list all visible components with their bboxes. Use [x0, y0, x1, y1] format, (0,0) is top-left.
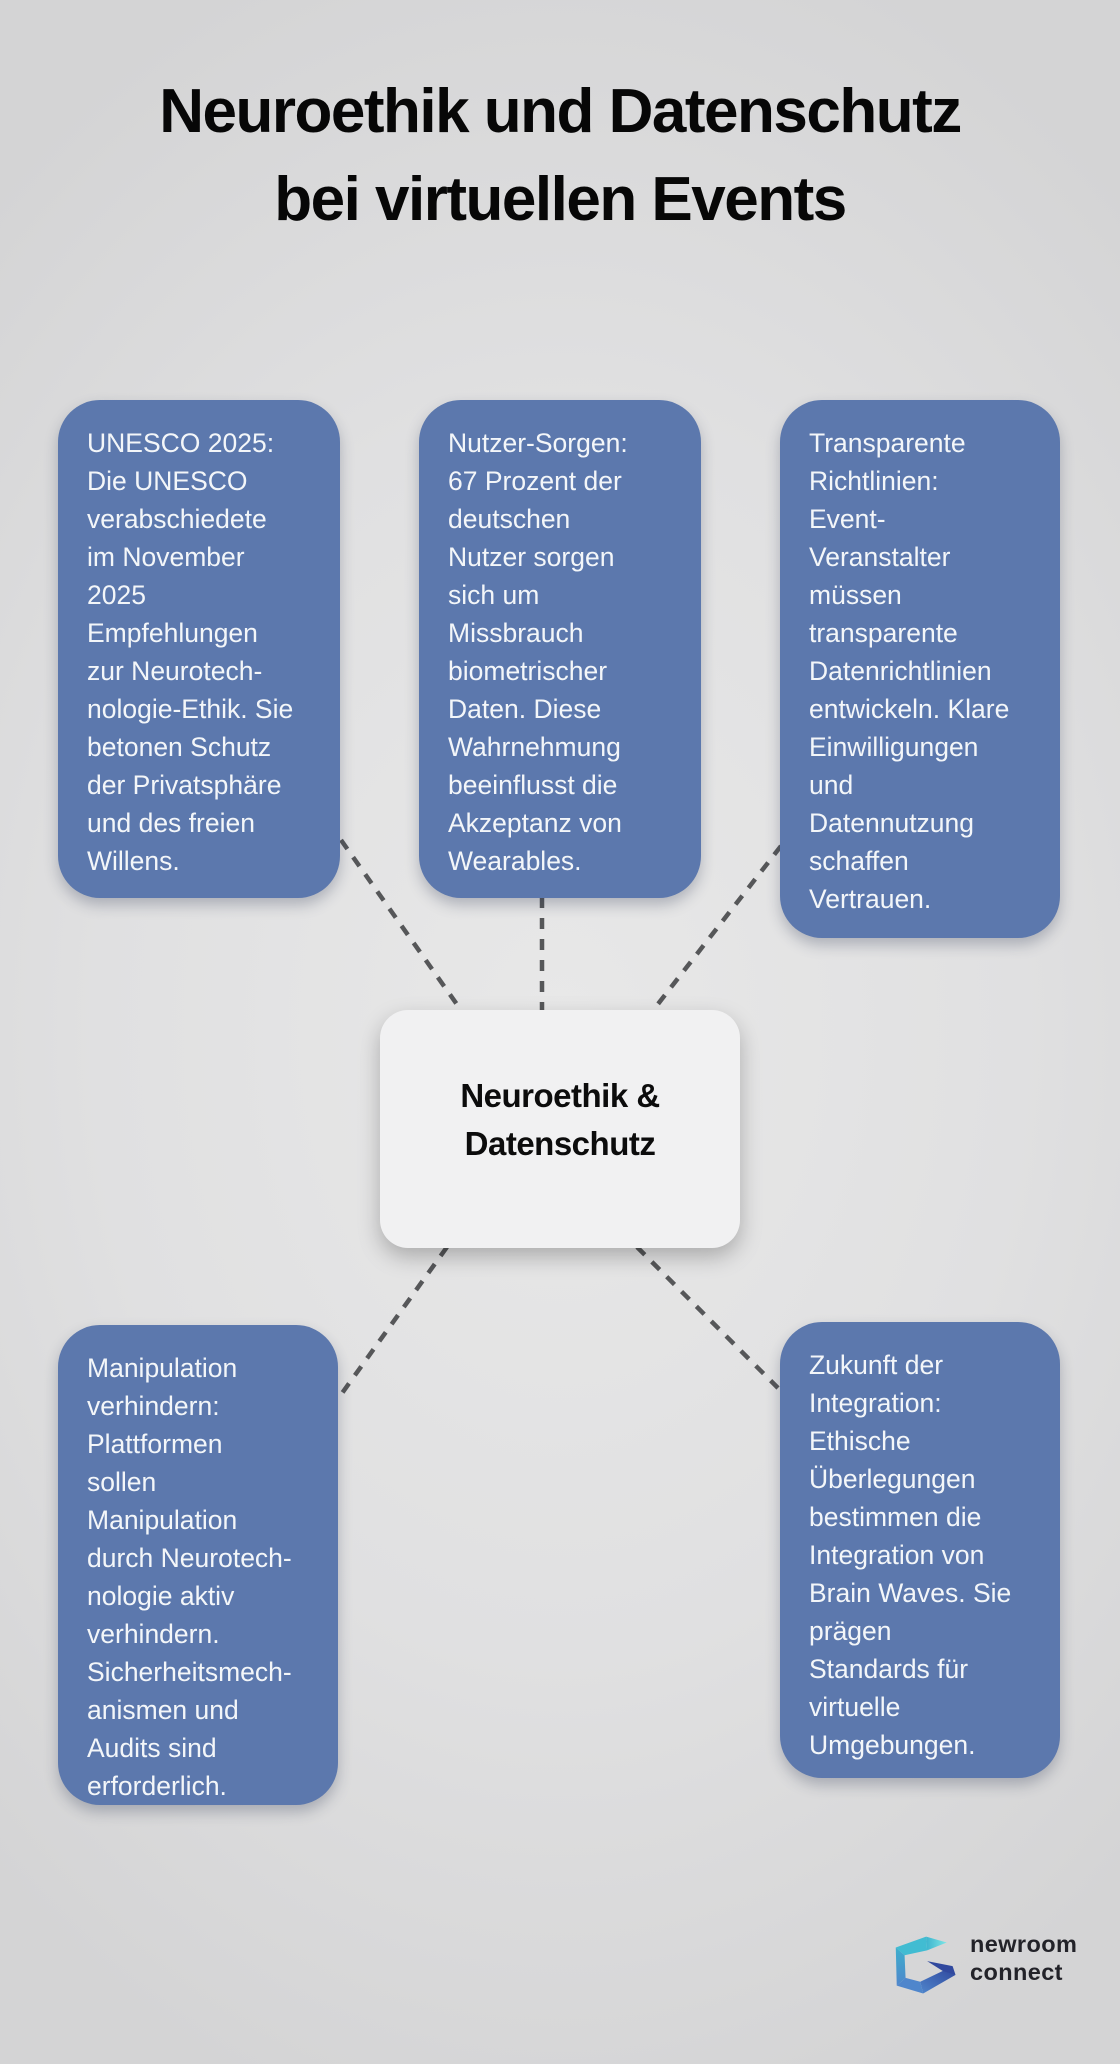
central-node: Neuroethik & Datenschutz	[380, 1010, 740, 1248]
logo-facet-top-left	[895, 1936, 928, 1956]
info-card-text: Nutzer-Sorgen: 67 Prozent der deutschen …	[448, 428, 628, 876]
connector-line-top-left	[339, 838, 465, 1015]
info-card-nutzer-sorgen: Nutzer-Sorgen: 67 Prozent der deutschen …	[419, 400, 701, 898]
logo-text-line2: connect	[970, 1959, 1063, 1985]
info-card-zukunft-der-integration: Zukunft der Integration: Ethische Überle…	[780, 1322, 1060, 1778]
info-card-manipulation-verhindern: Manipulation verhindern: Plattformen sol…	[58, 1325, 338, 1805]
newroom-connect-logo: newroom connect	[884, 1930, 1077, 2014]
logo-facet-crossbar	[927, 1961, 956, 1975]
connector-line-bottom-left	[338, 1245, 449, 1398]
newroom-connect-logo-icon	[895, 1936, 956, 1994]
central-node-label: Neuroethik & Datenschutz	[460, 1077, 660, 1162]
info-card-text: Zukunft der Integration: Ethische Überle…	[809, 1350, 1012, 1760]
page-title: Neuroethik und Datenschutz bei virtuelle…	[159, 77, 962, 234]
info-card-text: Transparente Richtlinien: Event- Veranst…	[809, 428, 1010, 914]
connector-line-bottom-right	[635, 1245, 780, 1390]
logo-facet-bottom-left	[896, 1977, 924, 1994]
logo-facet-left	[895, 1947, 906, 1986]
logo-facet-top-right	[926, 1936, 947, 1951]
info-card-unesco-2025: UNESCO 2025: Die UNESCO verabschiedete i…	[58, 400, 340, 898]
connector-line-top-right	[649, 844, 783, 1015]
logo-text: newroom connect	[970, 1930, 1077, 1986]
logo-text-line1: newroom	[970, 1931, 1078, 1957]
logo-facet-bottom-right	[920, 1970, 956, 1994]
info-card-transparente-richtlinien: Transparente Richtlinien: Event- Veranst…	[780, 400, 1060, 938]
info-card-text: Manipulation verhindern: Plattformen sol…	[87, 1353, 292, 1801]
info-card-text: UNESCO 2025: Die UNESCO verabschiedete i…	[87, 428, 294, 876]
